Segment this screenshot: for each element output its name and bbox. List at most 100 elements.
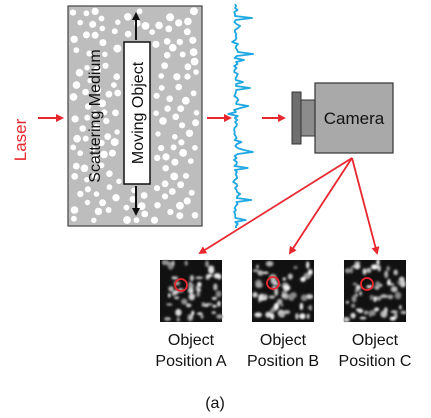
speckle-grain <box>371 264 378 270</box>
speckle-grain <box>282 277 286 281</box>
scatterer-particle <box>91 31 99 39</box>
scatterer-particle <box>70 35 78 43</box>
scatterer-particle <box>70 144 77 151</box>
speckle-grain <box>255 282 263 289</box>
speckle-grain <box>276 298 283 305</box>
speckle-grain <box>401 280 405 285</box>
scatterer-particle <box>154 202 161 209</box>
speckle-grain <box>288 293 295 301</box>
scatterer-particle <box>155 131 161 137</box>
speckle-grain <box>306 313 310 319</box>
scatterer-particle <box>93 191 100 197</box>
speckle-grain <box>363 310 369 315</box>
scatterer-particle <box>189 7 198 16</box>
scatterer-particle <box>110 138 119 147</box>
scatterer-particle <box>84 114 91 121</box>
scatterer-particle <box>111 82 117 88</box>
camera: Camera <box>291 82 394 154</box>
speckle-grain <box>307 306 312 309</box>
speckle-grain <box>293 266 298 269</box>
scatterer-particle <box>103 117 110 125</box>
scatterer-particle <box>89 146 96 152</box>
speckle-grain <box>280 303 284 307</box>
object-marker-c <box>360 277 374 291</box>
scatterer-particle <box>165 25 173 33</box>
scatterer-particle <box>111 28 118 35</box>
scatterer-particle <box>91 7 99 15</box>
speckle-grain <box>374 307 380 312</box>
speckle-grain <box>211 311 216 314</box>
speckle-grain <box>197 312 203 316</box>
speckle-grain <box>380 294 388 299</box>
camera-to-panel-a-arrow <box>198 157 353 255</box>
scatterer-particle <box>106 170 113 177</box>
scatterer-particle <box>173 73 181 81</box>
scatterer-particle <box>91 110 98 116</box>
speckle-grain <box>299 313 306 320</box>
scatterer-particle <box>137 202 146 211</box>
speckle-grain <box>295 313 299 320</box>
speckle-grain <box>369 294 374 301</box>
speckle-grain <box>359 316 367 320</box>
scatterer-particle <box>102 62 109 69</box>
moving-object-box <box>123 41 151 185</box>
speckle-grain <box>161 259 170 266</box>
speckle-grain <box>272 279 278 286</box>
scatterer-particle <box>175 19 183 27</box>
speckle-grain <box>376 259 380 266</box>
scatterer-particle <box>184 73 191 80</box>
scatterer-particle <box>98 139 105 147</box>
speckle-grain <box>174 296 180 300</box>
speckle-grain <box>352 282 357 286</box>
scatterer-particle <box>136 8 143 15</box>
laser-label: Laser <box>11 118 30 161</box>
scatterer-particle <box>190 90 197 97</box>
scatterer-particle <box>106 184 113 191</box>
speckle-grain <box>197 281 202 287</box>
scatterer-particle <box>72 162 80 170</box>
speckle-grain <box>390 310 398 314</box>
speckle-image-c <box>342 259 408 323</box>
scatterer-particle <box>162 153 170 161</box>
speckle-grain <box>366 267 372 273</box>
camera-lens-barrel <box>300 99 316 137</box>
speckle-panel-a: Object Position A <box>155 259 227 370</box>
panel-b-label-line2: Position B <box>247 353 319 370</box>
scatterer-particle <box>178 139 185 146</box>
speckle-grain <box>359 291 362 296</box>
scatterer-particle <box>189 36 197 44</box>
scatterer-particle <box>99 199 107 207</box>
scatterer-particle <box>123 204 130 211</box>
scatterer-particle <box>133 217 140 224</box>
speckle-grain <box>377 265 381 272</box>
speckle-grain <box>216 314 224 319</box>
scatterer-particle <box>69 9 77 16</box>
scatterer-particle <box>141 22 150 30</box>
speckle-grain <box>186 303 192 308</box>
scatterer-particle <box>82 135 89 142</box>
scatterer-particle <box>192 145 198 151</box>
scatterer-particle <box>129 196 137 203</box>
scatterer-particle <box>71 115 79 123</box>
speckle-grain <box>281 290 288 294</box>
speckle-grain <box>257 270 264 276</box>
panel-a-label-line2: Position A <box>155 353 226 370</box>
scatterer-particle <box>102 51 108 57</box>
scatterer-particle <box>77 19 83 26</box>
scatterer-particle <box>185 129 194 137</box>
scatterer-particle <box>75 68 84 77</box>
panel-c-label-line1: Object <box>352 332 399 349</box>
speckle-grain <box>262 294 268 298</box>
scatterer-particle <box>105 90 113 98</box>
scatterer-particle <box>179 149 188 157</box>
object-marker-b <box>266 276 280 290</box>
scatterer-particle <box>155 21 163 30</box>
scatterer-particle <box>172 134 178 140</box>
speckle-grain <box>354 263 361 270</box>
scatterer-particle <box>150 216 159 224</box>
speckle-grain <box>350 266 354 274</box>
scatterer-particle <box>171 158 179 166</box>
speckle-grain <box>279 312 286 318</box>
speckle-grain <box>389 282 395 286</box>
